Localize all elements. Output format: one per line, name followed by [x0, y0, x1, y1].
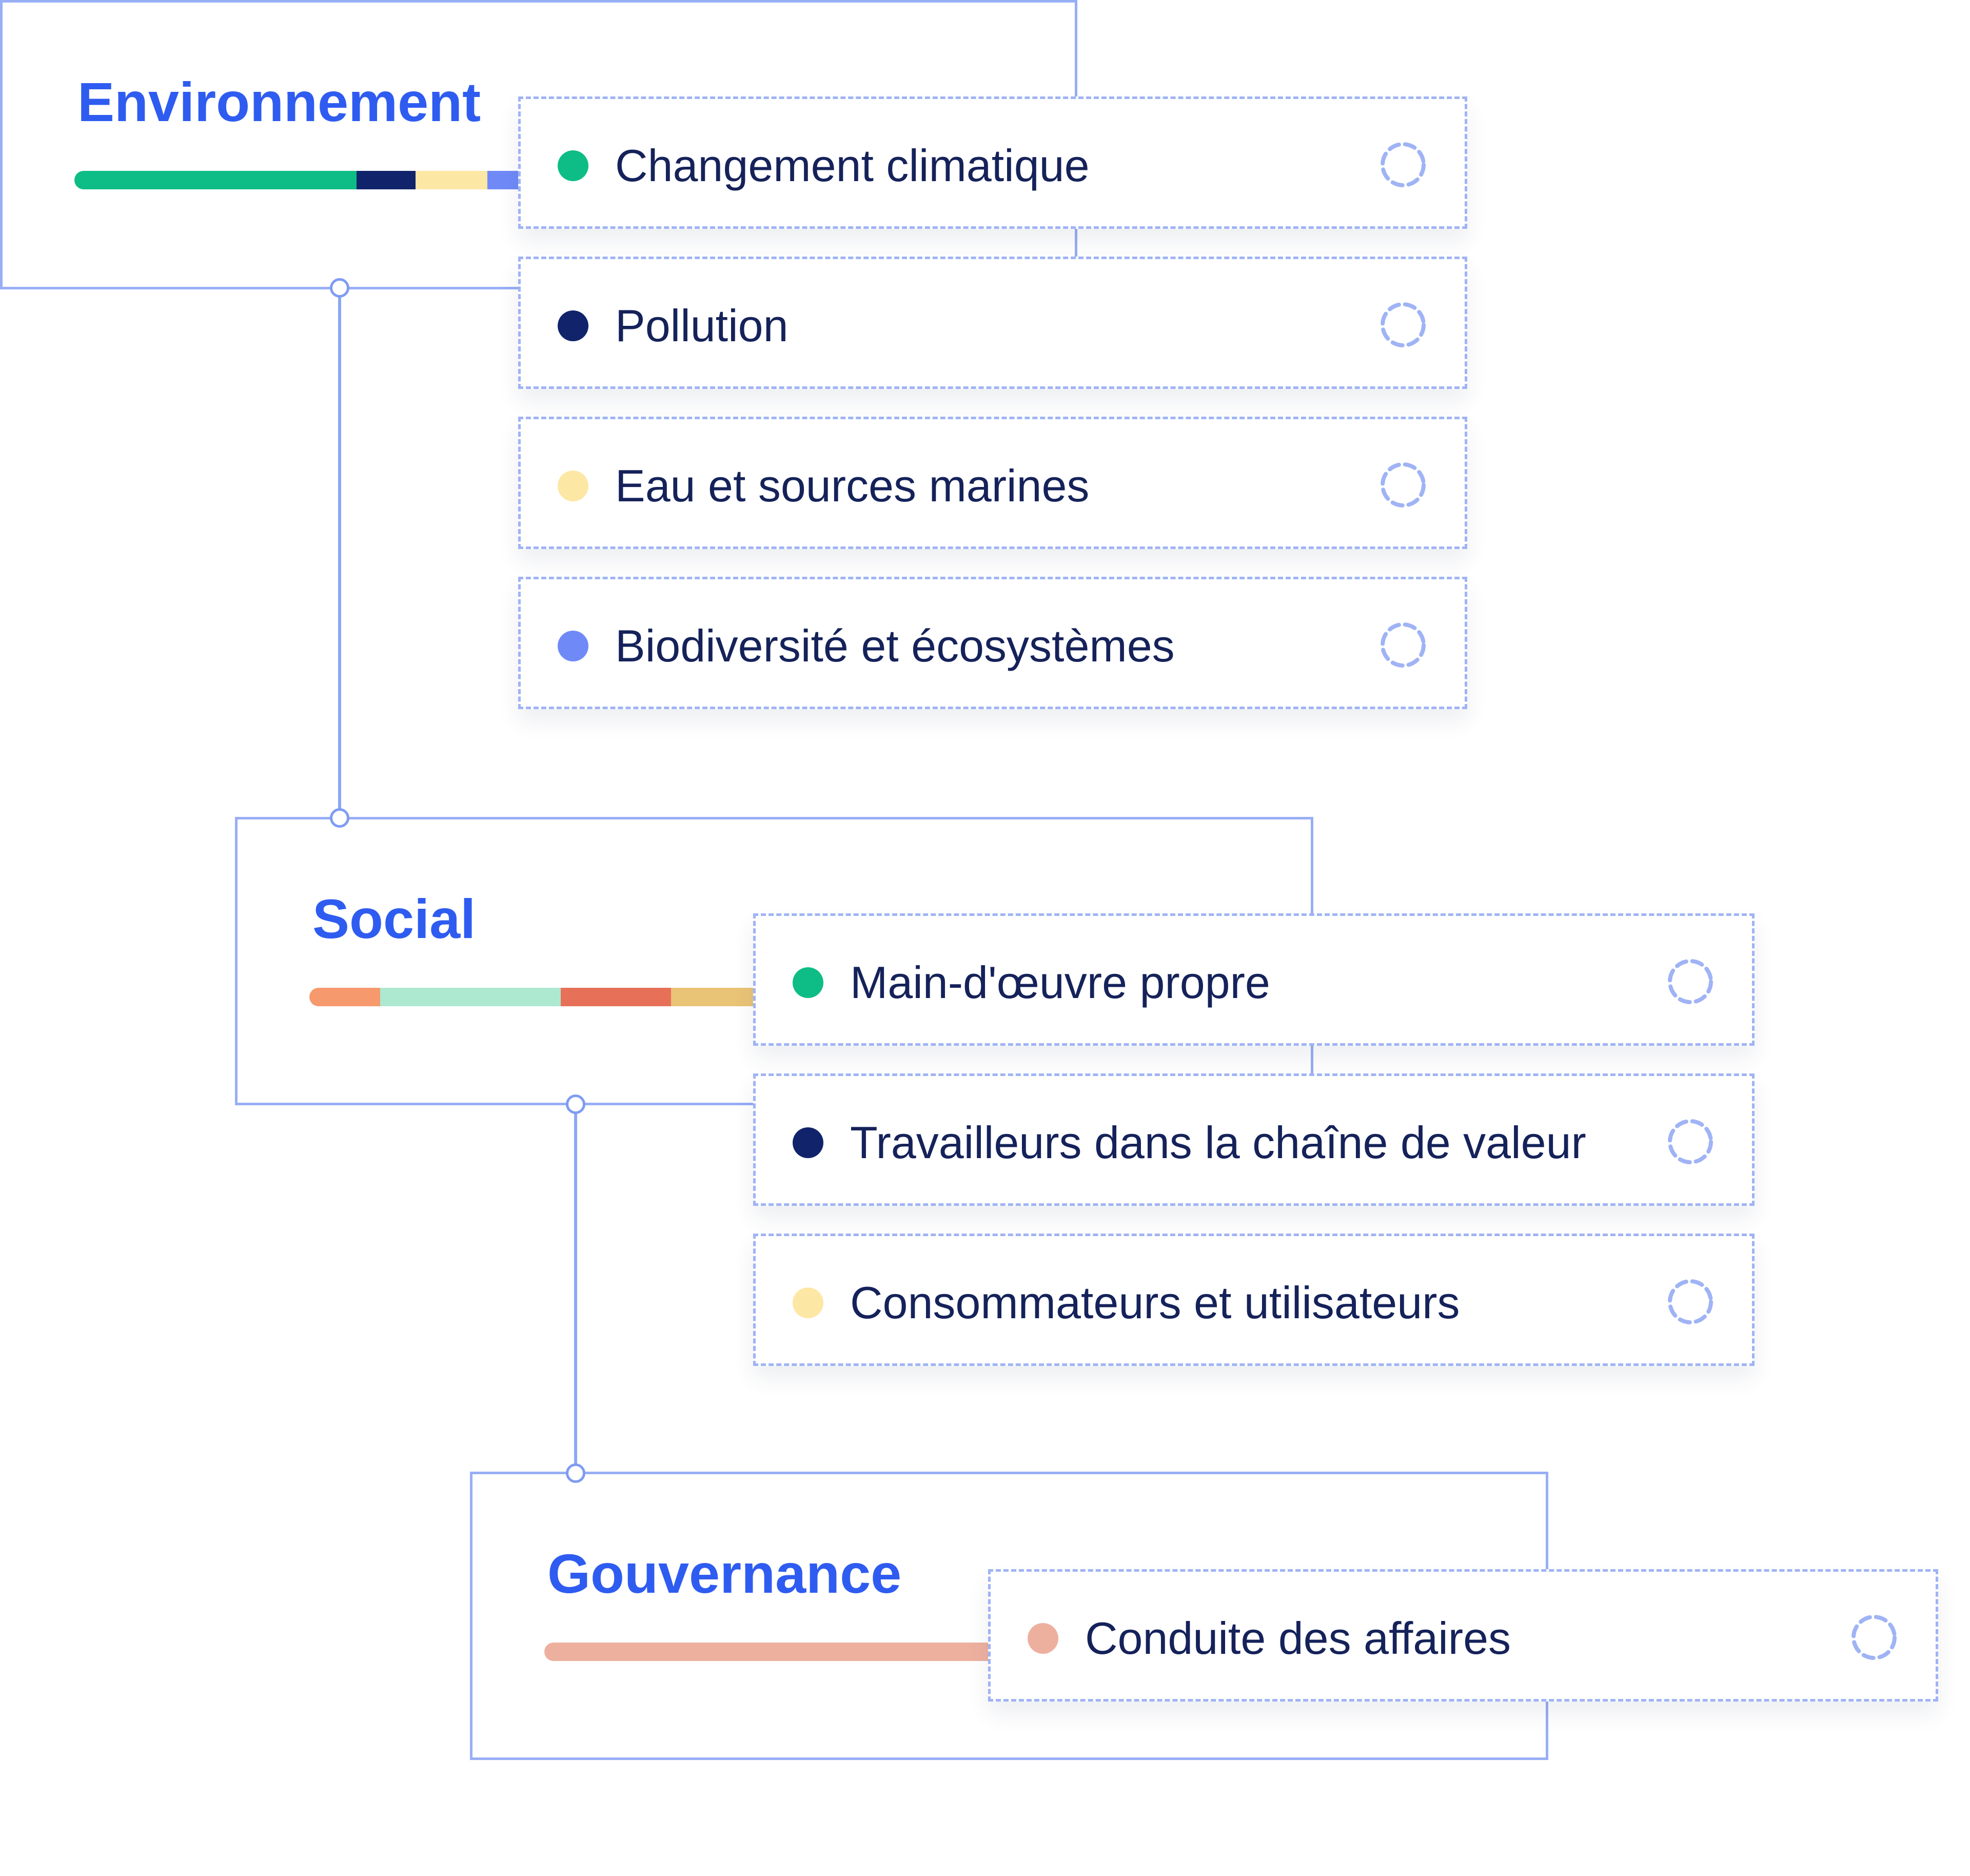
bar-segment [380, 988, 561, 1006]
loading-spinner-icon [1381, 302, 1426, 347]
connector-node [330, 278, 349, 298]
bar-segment [309, 988, 380, 1006]
status-dot [793, 967, 823, 998]
loading-spinner-icon [1381, 142, 1426, 187]
topic-label: Pollution [615, 300, 789, 351]
status-dot [558, 631, 588, 661]
topic-card-travailleurs-chaine-de-valeur[interactable]: Travailleurs dans la chaîne de valeur [753, 1073, 1755, 1206]
category-bar [309, 988, 771, 1006]
connector-environnement-social [338, 288, 341, 819]
loading-spinner-icon [1381, 462, 1426, 507]
topic-label: Conduite des affaires [1085, 1613, 1511, 1664]
connector-node [566, 1095, 585, 1114]
topic-label: Travailleurs dans la chaîne de valeur [850, 1117, 1586, 1168]
topic-card-conduite-des-affaires[interactable]: Conduite des affaires [988, 1569, 1938, 1702]
status-dot [793, 1127, 823, 1158]
section-title: Environnement [77, 71, 481, 133]
topic-card-changement-climatique[interactable]: Changement climatique [518, 96, 1467, 229]
section-title: Gouvernance [547, 1542, 902, 1605]
topic-card-pollution[interactable]: Pollution [518, 257, 1467, 389]
bar-segment [416, 171, 487, 189]
topic-card-main-d-oeuvre-propre[interactable]: Main-d'œuvre propre [753, 913, 1755, 1046]
bar-segment [74, 171, 357, 189]
topic-label: Changement climatique [615, 140, 1090, 191]
section-title: Social [312, 888, 476, 950]
status-dot [1028, 1623, 1058, 1654]
topic-label: Eau et sources marines [615, 460, 1090, 511]
bar-segment [357, 171, 416, 189]
status-dot [558, 471, 588, 501]
topic-label: Biodiversité et écosystèmes [615, 620, 1175, 671]
loading-spinner-icon [1668, 959, 1713, 1004]
topic-label: Main-d'œuvre propre [850, 957, 1270, 1008]
loading-spinner-icon [1668, 1119, 1713, 1164]
connector-node [330, 808, 349, 828]
bar-segment [561, 988, 671, 1006]
status-dot [558, 150, 588, 181]
topic-card-biodiversite[interactable]: Biodiversité et écosystèmes [518, 577, 1467, 709]
topic-card-consommateurs-et-utilisateurs[interactable]: Consommateurs et utilisateurs [753, 1234, 1755, 1366]
connector-node [566, 1463, 585, 1483]
topic-card-eau-et-sources-marines[interactable]: Eau et sources marines [518, 417, 1467, 549]
connector-social-gouvernance [574, 1105, 577, 1474]
category-bar [74, 171, 536, 189]
topic-label: Consommateurs et utilisateurs [850, 1277, 1460, 1328]
loading-spinner-icon [1381, 622, 1426, 668]
status-dot [793, 1287, 823, 1318]
category-bar [544, 1643, 1006, 1661]
loading-spinner-icon [1851, 1615, 1897, 1660]
loading-spinner-icon [1668, 1279, 1713, 1324]
status-dot [558, 310, 588, 341]
bar-segment [544, 1643, 1006, 1661]
